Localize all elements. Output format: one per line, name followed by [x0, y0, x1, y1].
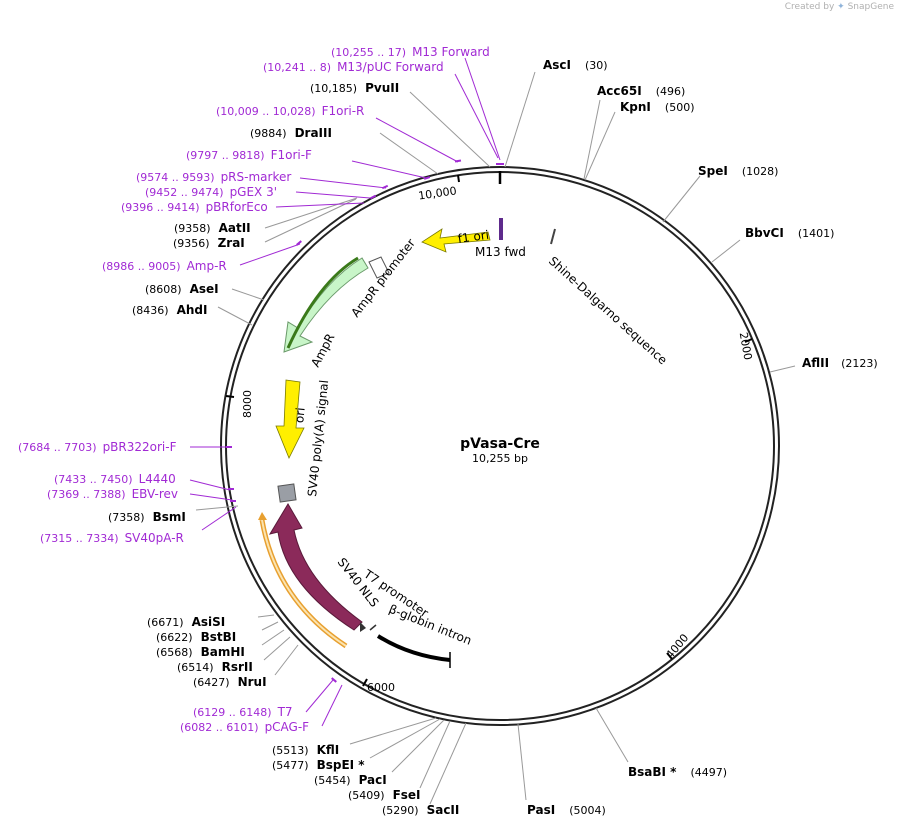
m13-fwd-label: M13 fwd [475, 245, 526, 259]
site-speI: SpeI(1028) [698, 164, 778, 178]
orange-orf-arrowhead [258, 512, 267, 520]
site-bsmI: (7358)BsmI [108, 510, 186, 524]
m13-fwd-marker [499, 218, 503, 240]
primer-pcag-f: (6082 .. 6101)pCAG-F [180, 720, 309, 734]
primer-amp-r: (8986 .. 9005)Amp-R [102, 259, 227, 273]
restriction-sites: AscI(30) Acc65I(496) KpnI(500) SpeI(1028… [108, 58, 878, 817]
plasmid-length: 10,255 bp [472, 452, 528, 465]
site-aatII: (9358)AatII [174, 221, 251, 235]
primer-ebv-rev: (7369 .. 7388)EBV-rev [47, 487, 178, 501]
plasmid-name: pVasa-Cre [460, 436, 540, 452]
primer-leader-lines [189, 57, 501, 727]
site-zraI: (9356)ZraI [173, 236, 245, 250]
f1-ori-arrow [421, 228, 491, 253]
primer-t7: (6129 .. 6148)T7 [193, 705, 293, 719]
cre-arrow [268, 503, 363, 631]
ampr-orf-line [286, 256, 359, 349]
sv40-polya-box [277, 483, 297, 503]
t7-promoter-marker [369, 624, 377, 631]
sv40-polya-label: SV40 poly(A) signal [305, 379, 331, 497]
ampr-label: AmpR [308, 331, 337, 369]
primer-f1ori-r: (10,009 .. 10,028)F1ori-R [216, 104, 364, 118]
site-kpnI: KpnI(500) [620, 100, 695, 114]
primer-sv40pa-r: (7315 .. 7334)SV40pA-R [40, 531, 184, 545]
ori-label: ori [292, 407, 308, 424]
site-kflI: (5513)KflI [272, 743, 339, 757]
beta-globin-intron-arc [376, 634, 451, 662]
orange-orf-arc-inner [261, 519, 347, 647]
site-asiSI: (6671)AsiSI [147, 615, 225, 629]
tick-mark-10000 [457, 174, 460, 183]
site-aflII: AflII(2123) [802, 356, 878, 370]
shine-dalgarno-label: Shine-Dalgarno sequence [546, 254, 670, 368]
site-bspEI: (5477)BspEI * [272, 758, 365, 772]
primer-m13-puc-forward: (10,241 .. 8)M13/pUC Forward [263, 60, 444, 74]
primer-l4440: (7433 .. 7450)L4440 [54, 472, 176, 486]
site-bsaBI: BsaBI *(4497) [628, 765, 727, 779]
site-aseI: (8608)AseI [145, 282, 219, 296]
site-fseI: (5409)FseI [348, 788, 421, 802]
site-bamHI: (6568)BamHI [156, 645, 245, 659]
site-rsrII: (6514)RsrII [177, 660, 253, 674]
tick-mark-6000 [362, 678, 368, 687]
ori-arrow [275, 379, 305, 459]
snapgene-credit: Created by ✦ SnapGene [785, 2, 894, 12]
site-pvuII: (10,185)PvuII [310, 81, 399, 95]
site-leader-lines [195, 71, 796, 805]
primer-prs-marker: (9574 .. 9593)pRS-marker [136, 170, 291, 184]
site-draIII: (9884)DraIII [250, 126, 332, 140]
tick-mark-4000 [666, 652, 673, 660]
tick-label-10000: 10,000 [417, 184, 457, 202]
backbone-outer-ring [220, 166, 780, 726]
credit-prefix: Created by [784, 2, 835, 12]
tick-label-8000: 8000 [241, 390, 254, 418]
site-sacII: (5290)SacII [382, 803, 459, 817]
tick-mark-8000 [225, 395, 235, 398]
primer-f1ori-f: (9797 .. 9818)F1ori-F [186, 148, 312, 162]
site-ascI: AscI(30) [543, 58, 608, 72]
primer-pbr322ori-f: (7684 .. 7703)pBR322ori-F [18, 440, 177, 454]
site-pasI: PasI(5004) [527, 803, 606, 817]
f1-ori-label: f1 ori [457, 228, 490, 246]
ampr-promoter-label: AmpR promoter [348, 236, 418, 320]
site-bbvCI: BbvCI(1401) [745, 226, 834, 240]
primer-m13-forward: (10,255 .. 17)M13 Forward [331, 45, 490, 59]
credit-brand: SnapGene [847, 2, 894, 12]
site-ahdI: (8436)AhdI [132, 303, 207, 317]
site-acc65I: Acc65I(496) [597, 84, 685, 98]
ampr-promoter-arrow [368, 256, 390, 279]
primer-markers [226, 159, 504, 683]
site-pacI: (5454)PacI [314, 773, 387, 787]
tick-label-2000: 2000 [737, 331, 755, 361]
primer-pgex-3: (9452 .. 9474)pGEX 3' [145, 185, 277, 199]
tick-label-6000: 6000 [367, 681, 395, 694]
shine-dalgarno-marker [550, 228, 556, 245]
site-nruI: (6427)NruI [193, 675, 267, 689]
primer-pbrforeco: (9396 .. 9414)pBRforEco [121, 200, 268, 214]
sv40-nls-marker [360, 622, 366, 632]
primer-labels: (10,255 .. 17)M13 Forward (10,241 .. 8)M… [18, 45, 490, 734]
snapgene-logo-icon: ✦ [837, 2, 845, 12]
ampr-arrow [283, 257, 369, 353]
tick-mark-2000 [744, 338, 753, 343]
site-bstBI: (6622)BstBI [156, 630, 236, 644]
